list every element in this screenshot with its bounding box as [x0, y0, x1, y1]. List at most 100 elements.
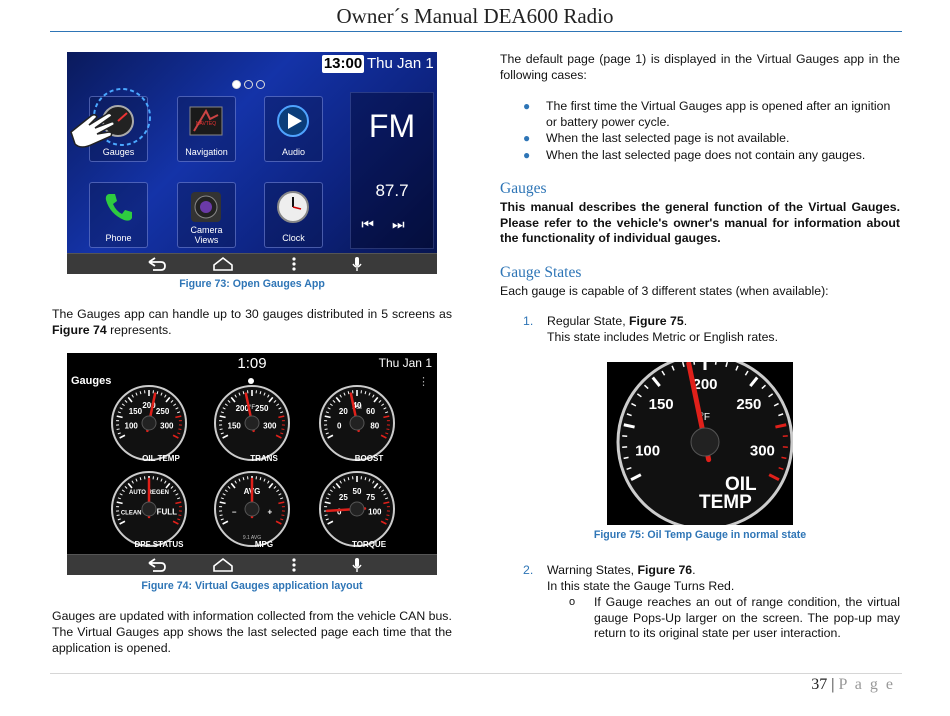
tile-gauges[interactable]: Gauges [89, 96, 148, 162]
gauge-tick [339, 480, 342, 484]
radio-widget[interactable]: FM 87.7 ⏮⏭ [350, 92, 434, 249]
overflow-menu-icon[interactable]: ⋮ [418, 376, 429, 388]
gauge-tick [280, 497, 284, 500]
gauge-tick [385, 411, 389, 414]
menu-dots-icon[interactable] [289, 256, 299, 272]
gauge-tick [116, 415, 123, 419]
paragraph-default-page: The default page (page 1) is displayed i… [500, 52, 900, 82]
gauge-tick [219, 428, 223, 431]
gauge-tick [219, 501, 226, 505]
gauge-unit: °F [249, 405, 255, 411]
gauge-tick [714, 362, 717, 365]
status-date: Thu Jan 1 [378, 356, 432, 370]
gauge-tick [693, 362, 696, 365]
gauge-tick [222, 407, 226, 410]
gauge-tick-label: 25 [339, 493, 348, 502]
gauge-tick [278, 415, 285, 419]
gauge-tick [131, 480, 134, 484]
gauge-unit: °F [700, 412, 710, 423]
tile-phone[interactable]: Phone [89, 182, 148, 248]
gauge-tick [325, 432, 329, 435]
gauge-hub [244, 415, 260, 431]
app-title: Gauges [71, 375, 112, 387]
gauge-tick [170, 486, 174, 489]
pointing-hand-icon [70, 112, 115, 148]
gauge-tick [768, 393, 774, 398]
gauge-tick-label: 300 [750, 442, 775, 459]
gauge-tick [332, 400, 336, 403]
gauge-tick [170, 400, 174, 403]
tile-clock[interactable]: Clock [264, 182, 323, 248]
back-icon[interactable] [145, 256, 167, 272]
menu-dots-icon[interactable] [289, 557, 299, 573]
gauge-tick-label: CLEAN [121, 511, 142, 517]
gauge-tick [630, 473, 642, 482]
gauge-tick [327, 520, 334, 525]
gauge-tick [778, 413, 784, 417]
page-indicator [232, 76, 268, 94]
gauge-tick-label: 80 [370, 422, 379, 431]
header-rule [50, 31, 902, 32]
tile-navigation[interactable]: NAVTEQ Navigation [177, 96, 236, 162]
gauge-tick [165, 396, 171, 403]
home-icon[interactable] [212, 557, 234, 573]
tile-camera-views-label: Camera Views [190, 225, 223, 245]
android-nav-bar [67, 253, 437, 274]
gauge-tick [164, 394, 167, 398]
gauge-tick [324, 428, 328, 431]
gauge-tick [372, 480, 375, 484]
gauge-tick-label: 200 [142, 401, 156, 410]
home-icon[interactable] [212, 256, 234, 272]
page-header: Owner´s Manual DEA600 Radio [336, 4, 614, 28]
gauge-tick [267, 394, 270, 398]
phone-icon [105, 194, 132, 221]
radio-seek-controls[interactable]: ⏮⏭ [361, 216, 423, 232]
gauge-tick [227, 486, 231, 489]
figure-76-ref: Figure 76 [637, 563, 693, 577]
back-icon[interactable] [145, 557, 167, 573]
gauge-tick [117, 411, 121, 414]
gauge-tick-label: 150 [129, 407, 143, 416]
gauge-hub [690, 427, 720, 457]
gauge-tick [219, 415, 226, 419]
gauge-tick [121, 403, 125, 407]
gauge-tick [347, 391, 350, 395]
gauge-tick [343, 392, 346, 396]
gauge-tick [242, 477, 245, 481]
gauge-tick [725, 362, 729, 368]
gauge-tick [220, 497, 224, 500]
gauge-title-line1: OIL [725, 474, 757, 495]
microphone-icon[interactable] [351, 557, 363, 573]
gauge-tick [347, 477, 350, 481]
tile-camera-views[interactable]: Camera Views [177, 182, 236, 248]
gauge-tick [280, 432, 284, 435]
state-2-number: 2. [523, 563, 534, 577]
gauge-tick [230, 396, 236, 403]
home-screen-screenshot: 13:00 Thu Jan 1 Gauges NAVTEQ Navigation [67, 52, 437, 274]
gauge-tick [383, 407, 387, 410]
gauge-tick [761, 384, 767, 390]
gauge-tick [749, 376, 759, 387]
state-2-description: In this state the Gauge Turns Red. [547, 579, 735, 593]
gauge-tick [373, 396, 379, 403]
gauge-tick [165, 482, 171, 489]
gauge-tick [173, 403, 177, 407]
gauge-tick [263, 392, 266, 396]
radio-band: FM [368, 108, 416, 144]
gauge-tick [327, 434, 334, 439]
page-number: 37 [811, 676, 828, 693]
camera-icon [191, 192, 221, 222]
gauge-tick [117, 518, 121, 521]
gauge-tick [327, 493, 331, 496]
tile-audio[interactable]: Audio [264, 96, 323, 162]
gauge-tick-label: 250 [736, 396, 761, 413]
gauge-tick [778, 466, 784, 471]
microphone-icon[interactable] [351, 256, 363, 272]
